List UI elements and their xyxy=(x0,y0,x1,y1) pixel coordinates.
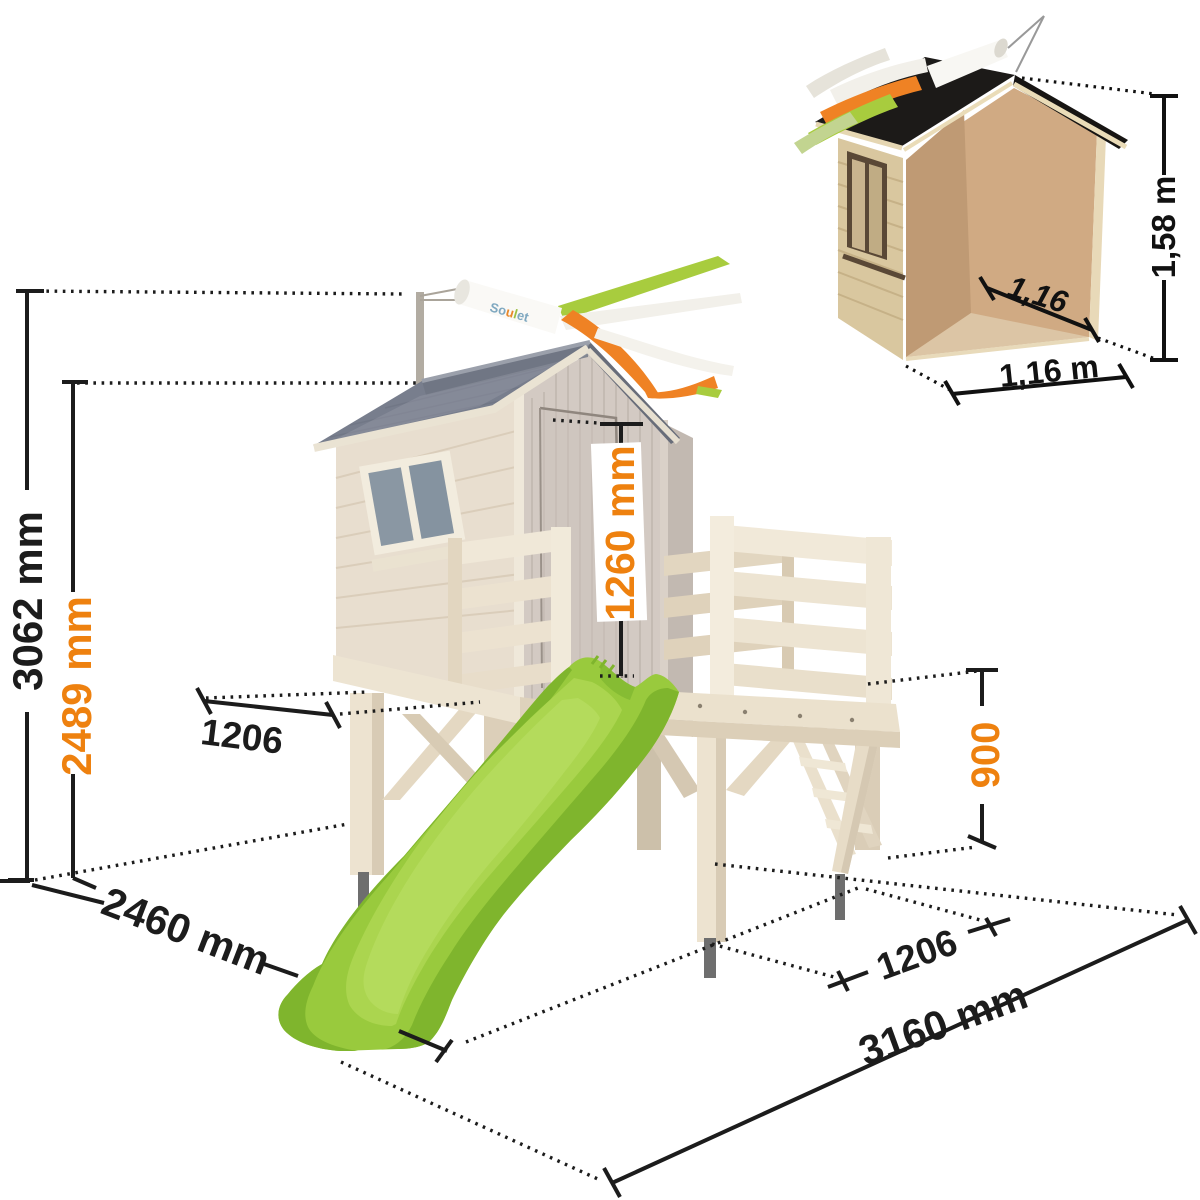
svg-text:2489 mm: 2489 mm xyxy=(53,596,100,776)
svg-text:900: 900 xyxy=(964,722,1008,789)
svg-text:3062 mm: 3062 mm xyxy=(4,511,51,691)
svg-text:1206: 1206 xyxy=(199,711,286,762)
svg-text:1260 mm: 1260 mm xyxy=(597,445,643,621)
svg-text:1,58 m: 1,58 m xyxy=(1145,176,1182,279)
